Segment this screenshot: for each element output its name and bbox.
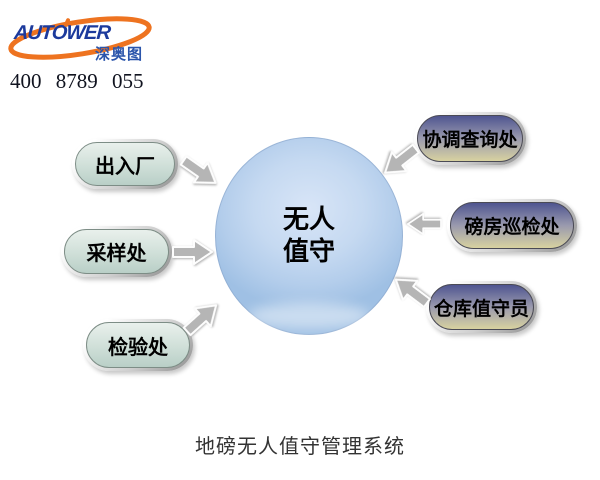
node-weighbridge-patrol-office-label: 磅房巡检处 bbox=[464, 216, 560, 238]
autower-logo: AUTOWER 深奥图 bbox=[8, 6, 172, 68]
node-warehouse-keeper-label: 仓库值守员 bbox=[433, 297, 529, 320]
center-sphere: 无人 值守 bbox=[215, 137, 403, 335]
arrow-icon-patrol-to-center bbox=[407, 212, 442, 236]
center-label-line1: 无人 bbox=[282, 204, 335, 235]
node-weighbridge-patrol-office: 磅房巡检处 bbox=[447, 199, 577, 252]
arrow-icon-sampling-to-center bbox=[172, 239, 213, 265]
logo-wordmark: AUTOWER bbox=[13, 22, 111, 44]
logo-chinese-name: 深奥图 bbox=[95, 45, 144, 63]
arrow-icon-inspection-to-center bbox=[182, 304, 218, 337]
hotline-number: 400 8789 055 bbox=[10, 69, 144, 93]
arrow-icon-coordination-to-center bbox=[384, 143, 420, 174]
node-entry-exit-gate: 出入厂 bbox=[72, 139, 178, 189]
node-sampling-station-label: 采样处 bbox=[86, 241, 147, 265]
diagram-title: 地磅无人值守管理系统 bbox=[195, 434, 405, 458]
arrow-icon-warehouse-to-center bbox=[394, 278, 431, 309]
center-label: 无人 值守 bbox=[283, 204, 335, 269]
node-warehouse-keeper: 仓库值守员 bbox=[426, 281, 537, 333]
node-coordination-query-office: 协调查询处 bbox=[414, 112, 526, 165]
node-inspection-station-label: 检验处 bbox=[108, 334, 168, 359]
center-label-line2: 值守 bbox=[282, 237, 335, 267]
node-inspection-station: 检验处 bbox=[83, 319, 193, 371]
node-sampling-station: 采样处 bbox=[61, 226, 172, 277]
node-coordination-query-office-label: 协调查询处 bbox=[422, 129, 518, 151]
arrow-icon-entry-exit-to-center bbox=[179, 155, 217, 184]
logo-swoosh-icon bbox=[8, 16, 152, 60]
node-entry-exit-gate-label: 出入厂 bbox=[95, 153, 155, 178]
